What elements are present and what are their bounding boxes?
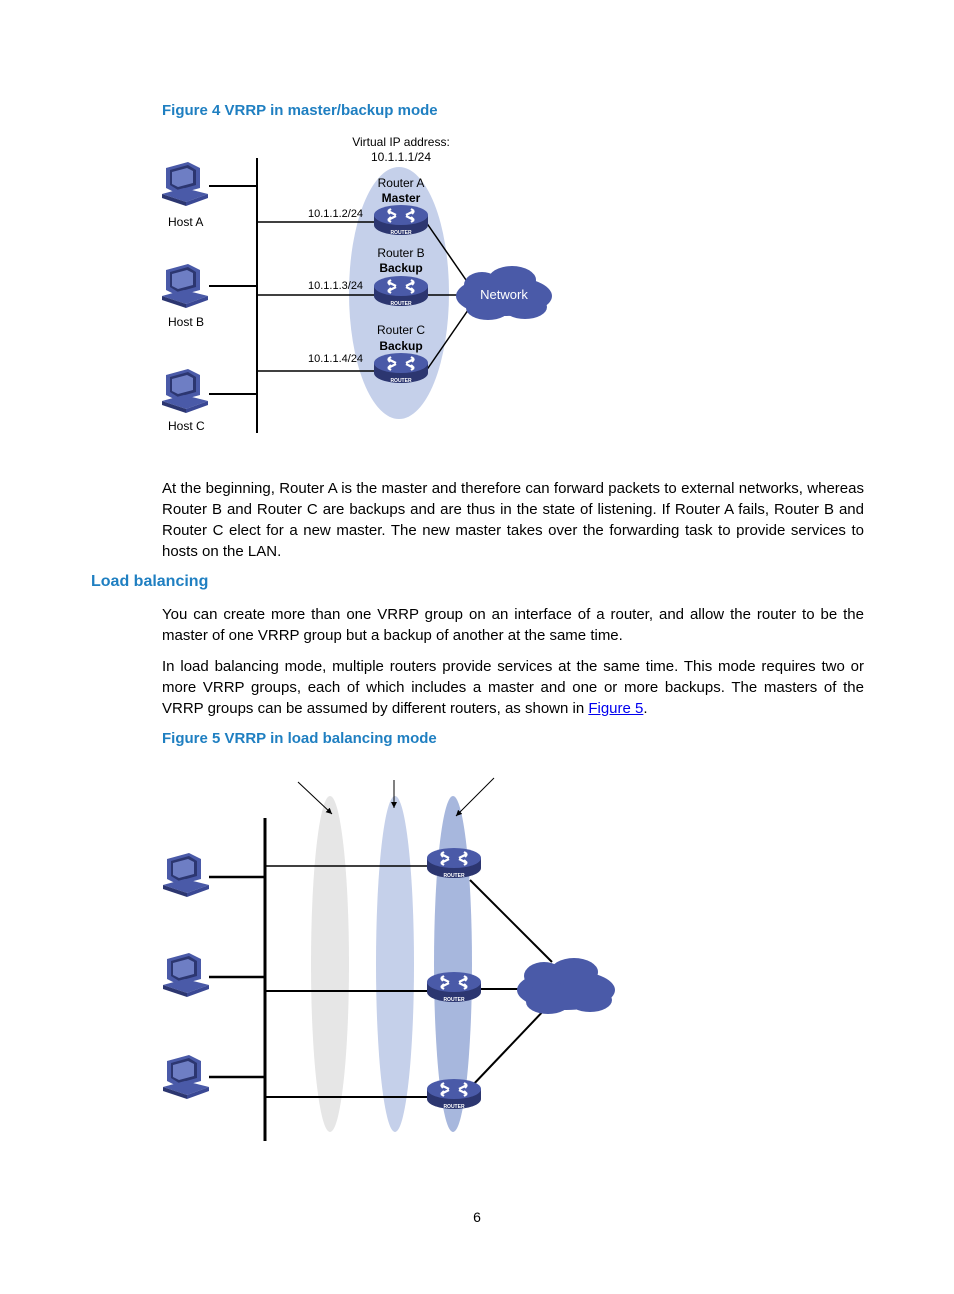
figure-5-link[interactable]: Figure 5 <box>588 700 643 717</box>
network-cloud-icon-2 <box>517 958 615 1014</box>
host-1-icon <box>163 853 209 897</box>
paragraph-text-end: . <box>643 700 647 717</box>
router-b-ip: 10.1.1.3/24 <box>308 280 363 292</box>
router-a-role: Master <box>382 191 421 205</box>
router-b-icon <box>374 276 428 307</box>
router-c-name: Router C <box>377 323 425 337</box>
router-c-ip: 10.1.1.4/24 <box>308 353 363 365</box>
host-b-label: Host B <box>168 315 204 329</box>
vrrp-group-2-ellipse <box>376 796 414 1132</box>
figure-4-diagram: ROUTER Virtual IP address: 10.1.1.1/24 R… <box>155 132 575 437</box>
host-3-icon <box>163 1055 209 1099</box>
router-3-icon <box>427 1079 481 1110</box>
page-number: 6 <box>0 1209 954 1225</box>
virtual-ip-label: Virtual IP address: <box>352 135 450 149</box>
host-a-label: Host A <box>168 215 203 229</box>
router-b-name: Router B <box>377 246 424 260</box>
figure-5-diagram: ROUTER <box>155 770 625 1145</box>
host-b-icon <box>162 264 208 308</box>
router-c-icon <box>374 353 428 384</box>
paragraph-text: In load balancing mode, multiple routers… <box>162 658 864 717</box>
router-c-role: Backup <box>379 339 422 353</box>
router-2-icon <box>427 972 481 1003</box>
section-heading-load-balancing: Load balancing <box>91 573 208 591</box>
network-label: Network <box>480 287 528 302</box>
router-a-ip: 10.1.1.2/24 <box>308 208 363 220</box>
vrrp-group-1-ellipse <box>311 796 349 1132</box>
figure-5-caption: Figure 5 VRRP in load balancing mode <box>162 730 437 747</box>
paragraph-load-balancing-mode: In load balancing mode, multiple routers… <box>162 656 864 719</box>
router-a-name: Router A <box>378 176 425 190</box>
host-2-icon <box>163 953 209 997</box>
paragraph-master-backup: At the beginning, Router A is the master… <box>162 478 864 562</box>
host-c-label: Host C <box>168 419 205 433</box>
host-a-icon <box>162 162 208 206</box>
virtual-ip-value: 10.1.1.1/24 <box>371 150 431 164</box>
router-1-icon <box>427 848 481 879</box>
router-a-icon <box>374 205 428 236</box>
router-b-role: Backup <box>379 261 422 275</box>
paragraph-multiple-groups: You can create more than one VRRP group … <box>162 604 864 646</box>
host-c-icon <box>162 369 208 413</box>
figure-4-caption: Figure 4 VRRP in master/backup mode <box>162 102 438 119</box>
